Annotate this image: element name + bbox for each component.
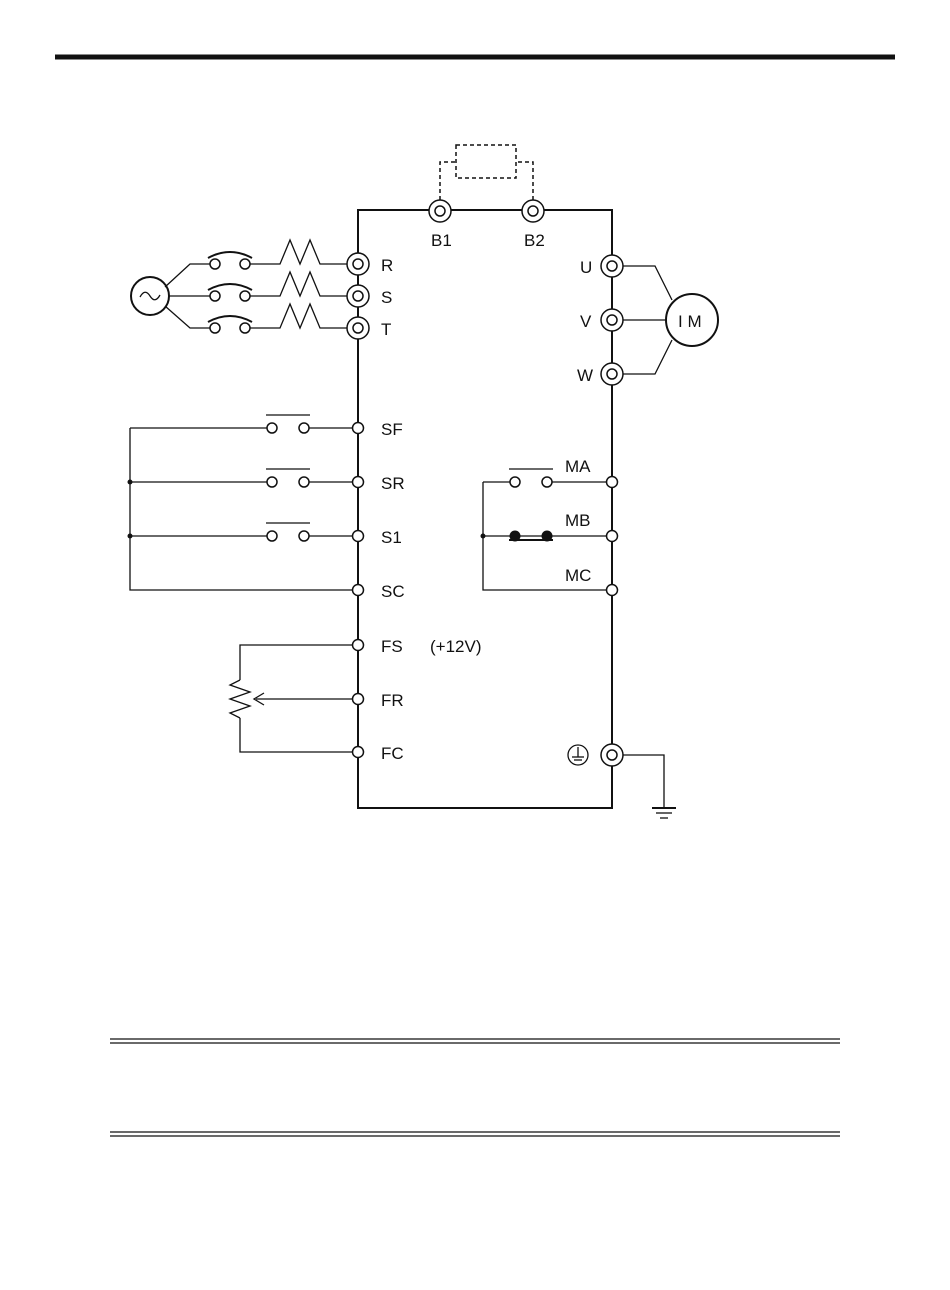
terminal-fc: [353, 747, 364, 758]
sr-switch: [266, 469, 352, 487]
terminal-ground: [601, 744, 623, 766]
terminal-w-label: W: [577, 366, 593, 385]
terminal-s1: [353, 531, 364, 542]
terminal-t-label: T: [381, 320, 391, 339]
terminal-ma: [607, 477, 618, 488]
ac-source-icon: [131, 277, 169, 315]
note-box-top-rule: [110, 1039, 840, 1043]
terminal-b2-label: B2: [524, 231, 545, 250]
sf-switch: [266, 415, 352, 433]
terminal-s-label: S: [381, 288, 392, 307]
inverter-body: [358, 210, 612, 808]
terminal-w: [601, 363, 623, 385]
mb-contact: [483, 531, 606, 542]
potentiometer-icon: [230, 680, 352, 718]
terminal-mb-label: MB: [565, 511, 591, 530]
terminal-r: [347, 253, 369, 275]
terminal-mb: [607, 531, 618, 542]
terminal-b2: [522, 200, 544, 222]
terminal-fr: [353, 694, 364, 705]
braking-resistor-icon: [440, 145, 533, 200]
terminal-sf-label: SF: [381, 420, 403, 439]
terminal-sc-label: SC: [381, 582, 405, 601]
terminal-sr: [353, 477, 364, 488]
terminal-b1: [429, 200, 451, 222]
terminal-v: [601, 309, 623, 331]
ground-terminal-icon: [568, 745, 588, 765]
terminal-fc-label: FC: [381, 744, 404, 763]
s1-switch: [266, 523, 352, 541]
terminal-fs: [353, 640, 364, 651]
terminal-s1-label: S1: [381, 528, 402, 547]
motor-label: I M: [678, 312, 702, 331]
terminal-mc-label: MC: [565, 566, 591, 585]
terminal-u-label: U: [580, 258, 592, 277]
input-reactor-icon: [250, 240, 347, 328]
terminal-ma-label: MA: [565, 457, 591, 476]
terminal-v-label: V: [580, 312, 592, 331]
fs-voltage-label: (+12V): [430, 637, 482, 656]
terminal-mc: [607, 585, 618, 596]
ground-icon: [652, 808, 676, 818]
terminal-s: [347, 285, 369, 307]
note-box-bottom-rule: [110, 1132, 840, 1136]
terminal-sr-label: SR: [381, 474, 405, 493]
terminal-fr-label: FR: [381, 691, 404, 710]
terminal-fs-label: FS: [381, 637, 403, 656]
terminal-b1-label: B1: [431, 231, 452, 250]
breaker-contacts: [208, 252, 252, 333]
ma-contact: [509, 469, 606, 487]
terminal-sc: [353, 585, 364, 596]
terminal-u: [601, 255, 623, 277]
terminal-t: [347, 317, 369, 339]
terminal-r-label: R: [381, 256, 393, 275]
terminal-sf: [353, 423, 364, 434]
